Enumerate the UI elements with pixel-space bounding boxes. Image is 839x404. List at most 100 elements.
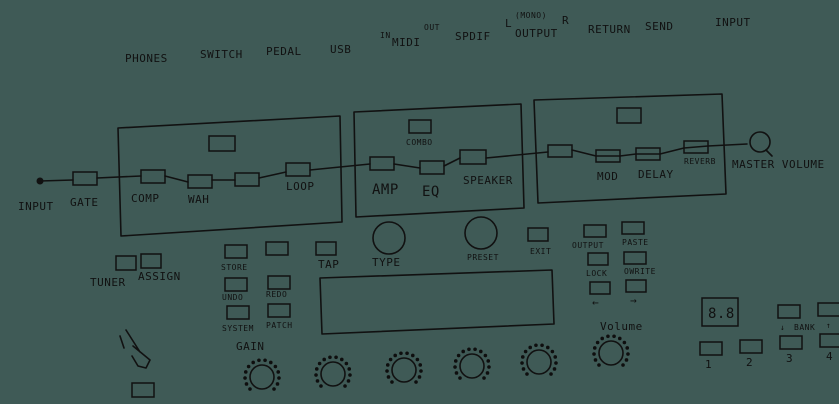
reverb-block[interactable] [683,140,709,154]
chain-loop-label: LOOP [286,180,315,193]
box3-top-slot[interactable] [616,107,642,124]
wah-block[interactable] [187,174,213,189]
patch-label: PATCH [266,321,293,330]
knob-ring-dot [486,359,491,363]
knob-ring-dot [346,379,351,383]
block-unlabeled[interactable] [234,172,260,187]
knob-ring-dot [317,361,322,366]
knob-ring-dot [243,376,247,380]
master-volume-knob[interactable] [749,131,771,153]
knob-ring-dot [597,363,601,367]
mod-block[interactable] [595,149,621,163]
knob-4-body [459,353,485,379]
port-spdif-label: SPDIF [455,30,491,43]
output-button[interactable] [583,224,607,238]
bank-down-button[interactable] [777,304,801,319]
signal-line [39,143,748,183]
left-arrow-button[interactable] [589,281,611,295]
knob-ring-dot [415,357,420,362]
patch-4-button[interactable] [819,333,839,348]
owrite-button[interactable] [623,251,647,265]
patch-button[interactable] [267,303,291,318]
pedal-button[interactable] [131,382,155,398]
knob-ring-dot [418,363,423,367]
knob-4-ring [453,347,491,380]
paste-button[interactable] [621,221,645,235]
chain-input-label: INPUT [18,200,54,213]
knob-4[interactable] [453,347,491,380]
store-button[interactable] [224,244,248,259]
knob-ring-dot [545,345,550,350]
chain-delay-label: DELAY [638,168,674,181]
system-button[interactable] [226,305,250,320]
preset-knob[interactable] [464,216,498,250]
knob-ring-dot [625,346,630,350]
port-return-label: RETURN [588,23,631,36]
button-unlabeled-top[interactable] [265,241,289,256]
port-output-l-label: L [505,17,512,30]
knob-ring-dot [552,367,557,371]
knob-ring-dot [482,376,486,380]
knob-5-body [526,349,552,375]
lock-button[interactable] [587,252,609,266]
knob-ring-dot [393,353,398,358]
tuner-button[interactable] [115,255,137,271]
loop-block[interactable] [285,162,311,177]
knob-ring-dot [347,367,352,371]
right-arrow-button[interactable] [625,279,647,293]
knob-ring-dot [314,367,319,371]
knob-ring-dot [456,353,461,358]
volume-knob[interactable] [592,334,630,367]
control-panel: TUNER ASSIGN STORE UNDO REDO SYSTEM PATC… [90,216,839,398]
knob-ring-dot [339,357,344,362]
gate-block[interactable] [72,171,98,186]
knob-3[interactable] [385,351,423,384]
knob-ring-dot [263,358,267,363]
knob-5[interactable] [520,343,558,376]
knob-ring-dot [523,349,528,354]
type-knob[interactable] [372,221,406,255]
chain-reverb-label: REVERB [684,157,716,166]
knob-ring-dot [521,367,526,371]
gain-knob[interactable] [243,358,281,391]
patch-1-label: 1 [705,358,712,371]
box1-top-slot[interactable] [208,135,236,152]
pedal-sketch [119,329,151,369]
patch-3-button[interactable] [779,335,803,350]
knob-ring-dot [461,349,466,354]
bank-up-button[interactable] [817,302,839,317]
chain-comp-label: COMP [131,192,160,205]
block-after-speaker[interactable] [547,144,573,158]
chain-eq-label: EQ [422,184,440,200]
patch-2-button[interactable] [739,339,763,354]
speaker-block[interactable] [459,149,487,165]
tap-button[interactable] [315,241,337,256]
amp-block[interactable] [369,156,395,171]
port-midi-label: MIDI [392,36,421,49]
comp-block[interactable] [140,169,166,184]
top-ports: PHONES SWITCH PEDAL USB IN MIDI OUT SPDI… [125,11,750,65]
knob-ring-dot [314,373,318,377]
knob-ring-dot [244,382,249,386]
knob-ring-dot [390,380,394,384]
eq-block[interactable] [419,160,445,175]
knob-ring-dot [606,334,610,339]
volume-knob-ring [592,334,630,367]
patch-1-button[interactable] [699,341,723,356]
knob-ring-dot [595,340,600,345]
patch-2-label: 2 [746,356,753,369]
assign-button[interactable] [140,253,162,269]
combo-slot[interactable] [408,119,432,134]
undo-button[interactable] [224,277,248,292]
knob-ring-dot [243,370,248,374]
tap-label: TAP [318,258,339,271]
knob-ring-dot [344,361,349,366]
delay-block[interactable] [635,147,661,161]
knob-ring-dot [458,376,462,380]
knob-ring-dot [385,363,390,367]
knob-ring-dot [593,358,598,362]
knob-2[interactable] [314,355,352,388]
redo-button[interactable] [267,275,291,290]
exit-button[interactable] [527,227,549,242]
